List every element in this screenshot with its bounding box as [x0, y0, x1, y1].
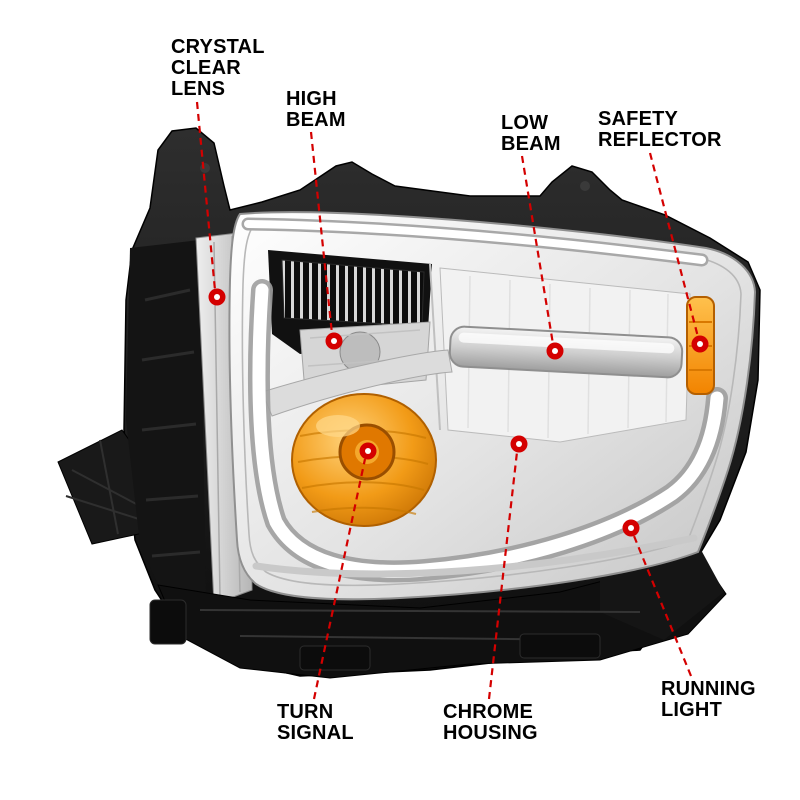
leader-line-crystal-clear-lens — [195, 101, 217, 291]
callout-label-line: LOW — [501, 112, 549, 134]
markers — [208, 288, 709, 537]
low-beam-chamber — [261, 263, 691, 443]
callout-high-beam: HIGH BEAM — [286, 89, 346, 131]
callout-label-line: SIGNAL — [277, 722, 354, 744]
callout-chrome-housing: CHROME HOUSING — [443, 702, 538, 744]
callout-label-line: TURN — [277, 701, 334, 723]
marker-chrome-housing — [510, 435, 528, 453]
marker-safety-reflector — [691, 335, 709, 353]
callout-label-line: RUNNING — [661, 678, 756, 700]
marker-low-beam — [546, 342, 564, 360]
marker-crystal-clear-lens — [208, 288, 226, 306]
callout-crystal-clear-lens: CRYSTAL CLEAR LENS — [171, 37, 265, 100]
callout-label-line: HIGH — [286, 88, 337, 110]
marker-running-light — [622, 519, 640, 537]
leader-line-low-beam — [520, 155, 555, 345]
leader-line-chrome-housing — [487, 451, 519, 700]
callout-label-line: LENS — [171, 78, 226, 100]
callout-label-line: CRYSTAL — [171, 36, 265, 58]
running-light-tube — [247, 279, 728, 583]
callout-running-light: RUNNING LIGHT — [661, 679, 756, 721]
callout-label-line: HOUSING — [443, 722, 538, 744]
callout-label-line: CLEAR — [171, 57, 241, 79]
callout-label-line: SAFETY — [598, 108, 679, 130]
callout-label-line: REFLECTOR — [598, 129, 722, 151]
callout-turn-signal: TURN SIGNAL — [277, 702, 354, 744]
leader-lines — [195, 101, 700, 700]
callout-label-line: CHROME — [443, 701, 534, 723]
callout-safety-reflector: SAFETY REFLECTOR — [598, 109, 722, 151]
leader-line-running-light — [632, 535, 693, 677]
leader-line-high-beam — [309, 131, 334, 335]
callout-label-line: BEAM — [501, 133, 561, 155]
callout-label-line: BEAM — [286, 109, 346, 131]
callout-label-line: LIGHT — [661, 699, 722, 721]
leader-line-safety-reflector — [648, 152, 700, 338]
marker-turn-signal — [359, 442, 377, 460]
marker-high-beam — [325, 332, 343, 350]
leader-line-turn-signal — [312, 458, 367, 700]
callout-low-beam: LOW BEAM — [501, 113, 561, 155]
